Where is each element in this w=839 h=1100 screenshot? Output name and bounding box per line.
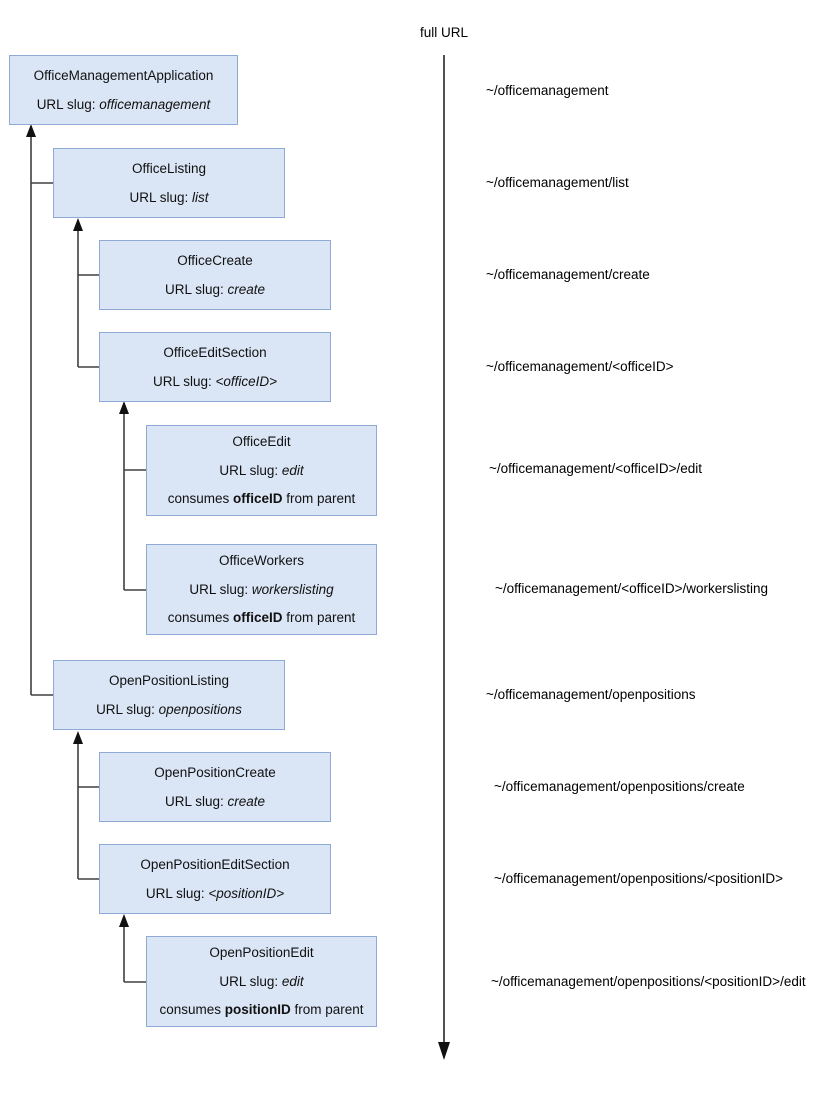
connector-officeeditsection-children: [123, 410, 146, 591]
node-title: OfficeWorkers: [218, 553, 305, 569]
node-open-position-edit-section[interactable]: OpenPositionEditSection URL slug: <posit…: [99, 844, 331, 914]
url-label-open-position-listing: ~/officemanagement/openpositions: [486, 687, 696, 702]
node-slug: URL slug: <officeID>: [152, 373, 278, 389]
connector-app-children: [30, 132, 53, 696]
node-office-edit-section[interactable]: OfficeEditSection URL slug: <officeID>: [99, 332, 331, 402]
node-slug: URL slug: workerslisting: [189, 581, 334, 597]
node-title: OpenPositionListing: [108, 672, 230, 688]
node-title: OpenPositionEditSection: [140, 856, 290, 872]
node-slug: URL slug: edit: [219, 973, 304, 989]
node-title: OfficeCreate: [177, 252, 253, 268]
arrowhead-to-application: [26, 124, 36, 137]
node-title: OfficeEditSection: [163, 344, 267, 360]
node-slug: URL slug: openpositions: [96, 701, 242, 717]
url-label-office-edit: ~/officemanagement/<officeID>/edit: [489, 461, 703, 476]
node-title: OpenPositionCreate: [154, 764, 276, 780]
node-open-position-listing[interactable]: OpenPositionListing URL slug: openpositi…: [53, 660, 285, 730]
node-slug: URL slug: edit: [219, 462, 304, 478]
connector-officelisting-children: [77, 226, 99, 368]
url-label-open-position-edit-section: ~/officemanagement/openpositions/<positi…: [494, 871, 784, 886]
full-url-axis-label: full URL: [420, 25, 469, 40]
node-title: OfficeEdit: [232, 434, 291, 450]
node-slug: URL slug: <positionID>: [145, 885, 285, 901]
node-open-position-edit[interactable]: OpenPositionEdit URL slug: edit consumes…: [146, 936, 377, 1027]
node-office-workers[interactable]: OfficeWorkers URL slug: workerslisting c…: [146, 544, 377, 635]
node-title: OpenPositionEdit: [209, 945, 314, 961]
arrowhead-to-openpositioneditsection: [119, 914, 129, 927]
node-title: OfficeListing: [131, 160, 207, 176]
node-open-position-create[interactable]: OpenPositionCreate URL slug: create: [99, 752, 331, 822]
url-label-office-edit-section: ~/officemanagement/<officeID>: [486, 359, 674, 374]
node-office-listing[interactable]: OfficeListing URL slug: list: [53, 148, 285, 218]
node-consumes: consumes officeID from parent: [167, 610, 356, 626]
url-label-office-listing: ~/officemanagement/list: [486, 175, 629, 190]
node-consumes: consumes positionID from parent: [159, 1002, 364, 1018]
node-slug: URL slug: list: [129, 189, 209, 205]
node-slug: URL slug: create: [164, 281, 266, 297]
connector-openpositioneditsection-children: [123, 923, 146, 983]
url-label-open-position-edit: ~/officemanagement/openpositions/<positi…: [491, 974, 806, 989]
node-office-management-application[interactable]: OfficeManagementApplication URL slug: of…: [9, 55, 238, 125]
full-url-axis: [438, 55, 450, 1060]
arrowhead-to-openpositionlisting: [73, 731, 83, 744]
url-label-open-position-create: ~/officemanagement/openpositions/create: [494, 779, 745, 794]
connector-openpositionlisting-children: [77, 740, 99, 880]
node-office-edit[interactable]: OfficeEdit URL slug: edit consumes offic…: [146, 425, 377, 516]
url-label-office-management-application: ~/officemanagement: [486, 83, 609, 98]
node-slug: URL slug: officemanagement: [36, 96, 211, 112]
node-consumes: consumes officeID from parent: [167, 491, 356, 507]
url-label-office-workers: ~/officemanagement/<officeID>/workerslis…: [495, 581, 769, 596]
url-label-office-create: ~/officemanagement/create: [486, 267, 650, 282]
node-slug: URL slug: create: [164, 793, 266, 809]
arrowhead-to-officelisting: [73, 218, 83, 231]
node-title: OfficeManagementApplication: [33, 67, 214, 83]
arrowhead-to-officeeditsection: [119, 401, 129, 414]
node-office-create[interactable]: OfficeCreate URL slug: create: [99, 240, 331, 310]
